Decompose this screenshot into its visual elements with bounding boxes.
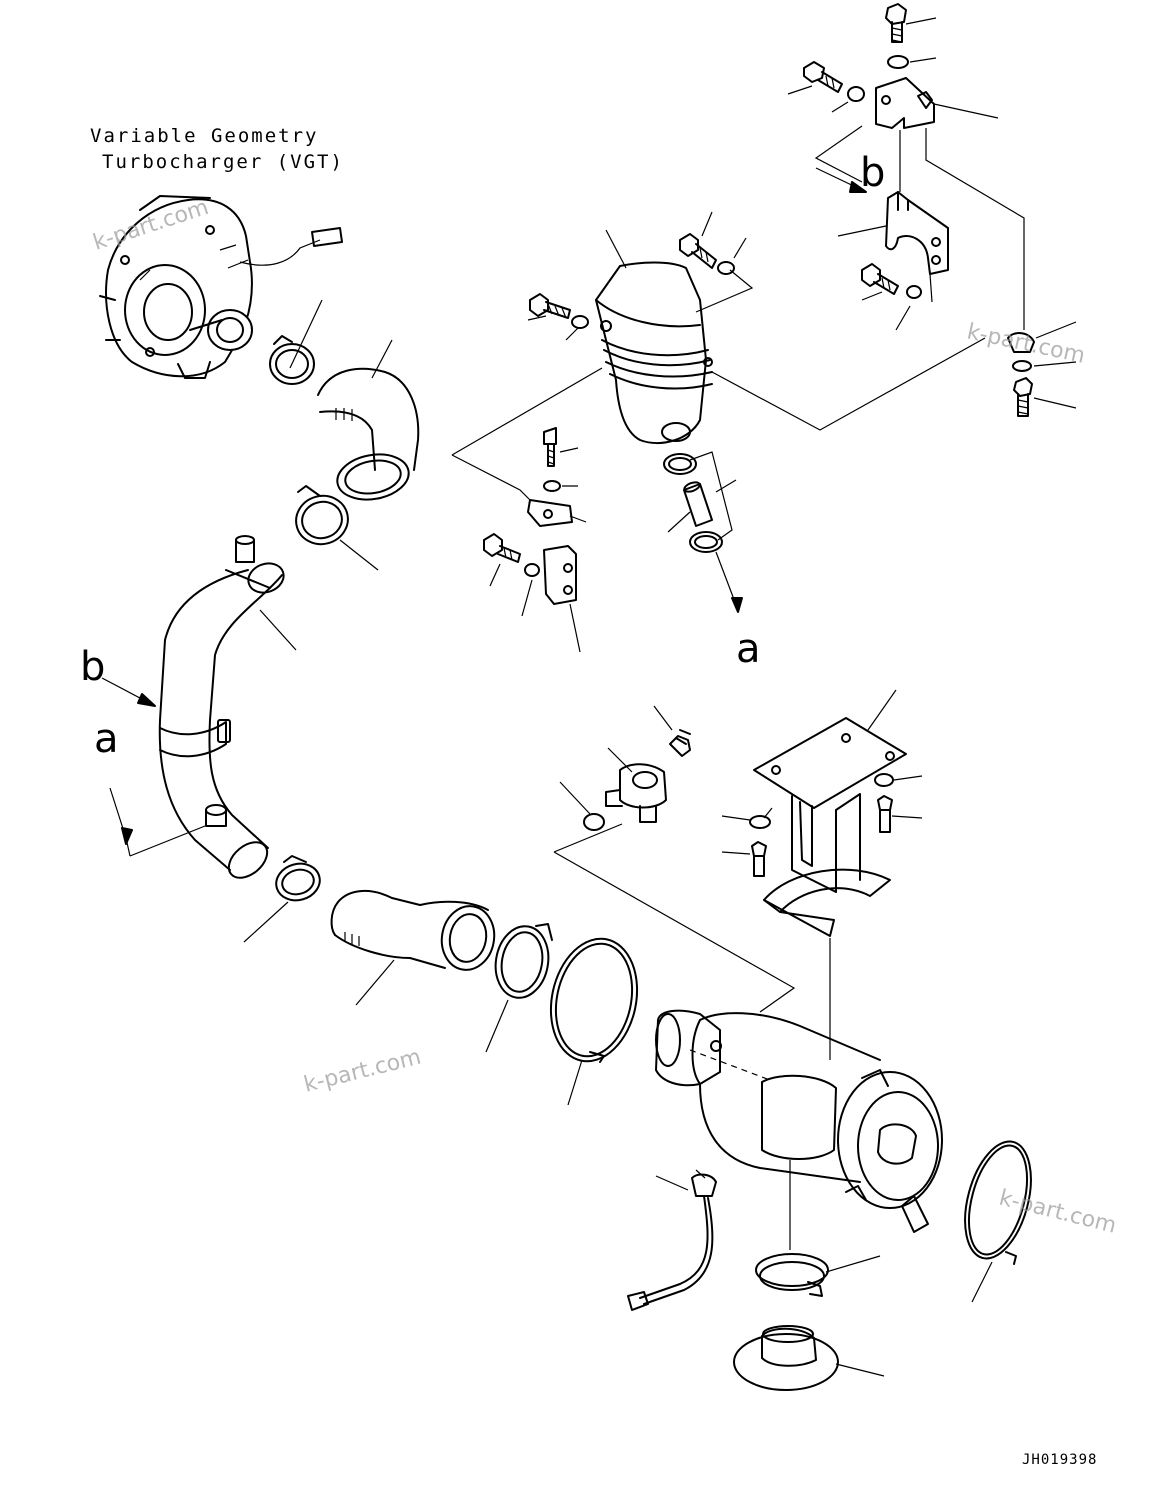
- turbocharger-drawing: [99, 195, 343, 379]
- arrowhead-a-left: [121, 827, 133, 845]
- lower-bracket-cluster: [483, 427, 587, 653]
- right-hardware: [1007, 321, 1077, 417]
- pressure-sensor-drawing: [627, 1173, 717, 1311]
- lower-hose-drawing: [243, 855, 639, 1106]
- title-line-1: Variable Geometry: [90, 125, 318, 147]
- arrow-a-left: [109, 787, 131, 857]
- resonator-drawing: [451, 229, 986, 501]
- arrowhead-b-top: [849, 181, 867, 193]
- arrowhead-b-left: [137, 693, 156, 707]
- sensor-drawing: [553, 705, 796, 1013]
- top-bracket-drawing: [787, 3, 1025, 331]
- mount-bracket-drawing: [721, 689, 923, 1060]
- air-cleaner-drawing: [655, 1009, 943, 1250]
- label-b-left: b: [80, 644, 105, 690]
- drawing-code: JH019398: [1022, 1452, 1097, 1468]
- watermark-4: k-part.com: [997, 1186, 1119, 1239]
- label-b-top: b: [860, 150, 885, 196]
- resonator-bolts: [527, 211, 747, 341]
- label-a-left: a: [94, 716, 119, 762]
- title-line-2: Turbocharger (VGT): [102, 151, 344, 173]
- watermark-3: k-part.com: [301, 1045, 423, 1098]
- watermark-1: k-part.com: [90, 195, 212, 256]
- small-hose-drawing: [663, 451, 743, 613]
- label-a-bottom: a: [736, 626, 761, 672]
- upper-hose-drawing: [269, 299, 420, 571]
- elbow-pipe-drawing: [158, 535, 297, 879]
- bottom-clamps-drawing: [733, 1140, 1032, 1391]
